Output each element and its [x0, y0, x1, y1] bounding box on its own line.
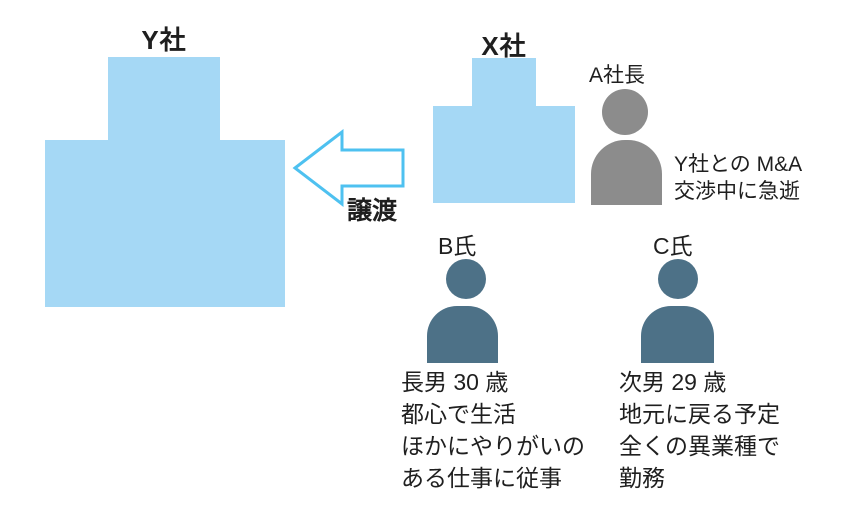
person-c-label: C氏	[653, 233, 693, 259]
person-head-icon	[602, 89, 648, 135]
person-head-icon	[658, 259, 698, 299]
y-company-label: Y社	[141, 25, 187, 55]
person-b-description: 長男 30 歳 都心で生活 ほかにやりがいの ある仕事に従事	[401, 366, 585, 494]
person-body-icon	[427, 306, 498, 363]
person-b-desc-line: 長男 30 歳	[401, 369, 509, 395]
person-b-desc-line: 都心で生活	[401, 401, 516, 427]
person-c-description: 次男 29 歳 地元に戻る予定 全くの異業種で 勤務	[619, 366, 780, 494]
person-c-desc-line: 地元に戻る予定	[619, 401, 780, 427]
person-c-desc-line: 勤務	[619, 465, 665, 491]
president-a-note-line1: Y社との M&A	[674, 153, 803, 176]
person-body-icon	[641, 306, 714, 363]
president-a-note-line2: 交渉中に急逝	[674, 180, 800, 203]
person-head-icon	[446, 259, 486, 299]
y-company-building-icon	[45, 57, 285, 307]
transfer-arrow-icon	[292, 129, 405, 207]
x-company-building-icon	[433, 58, 575, 203]
person-b-label: B氏	[438, 233, 477, 259]
transfer-label: 譲渡	[347, 197, 398, 225]
president-a-label: A社長	[589, 64, 646, 87]
president-a-note: Y社との M&A 交渉中に急逝	[674, 151, 802, 205]
person-b-desc-line: ほかにやりがいの	[401, 433, 585, 459]
person-c-icon	[641, 259, 714, 363]
person-b-desc-line: ある仕事に従事	[401, 465, 562, 491]
person-body-icon	[591, 140, 662, 205]
x-company-label: X社	[481, 31, 527, 61]
person-c-desc-line: 全くの異業種で	[619, 433, 780, 459]
person-b-icon	[427, 259, 498, 363]
president-a-person-icon	[591, 89, 662, 205]
person-c-desc-line: 次男 29 歳	[619, 369, 727, 395]
